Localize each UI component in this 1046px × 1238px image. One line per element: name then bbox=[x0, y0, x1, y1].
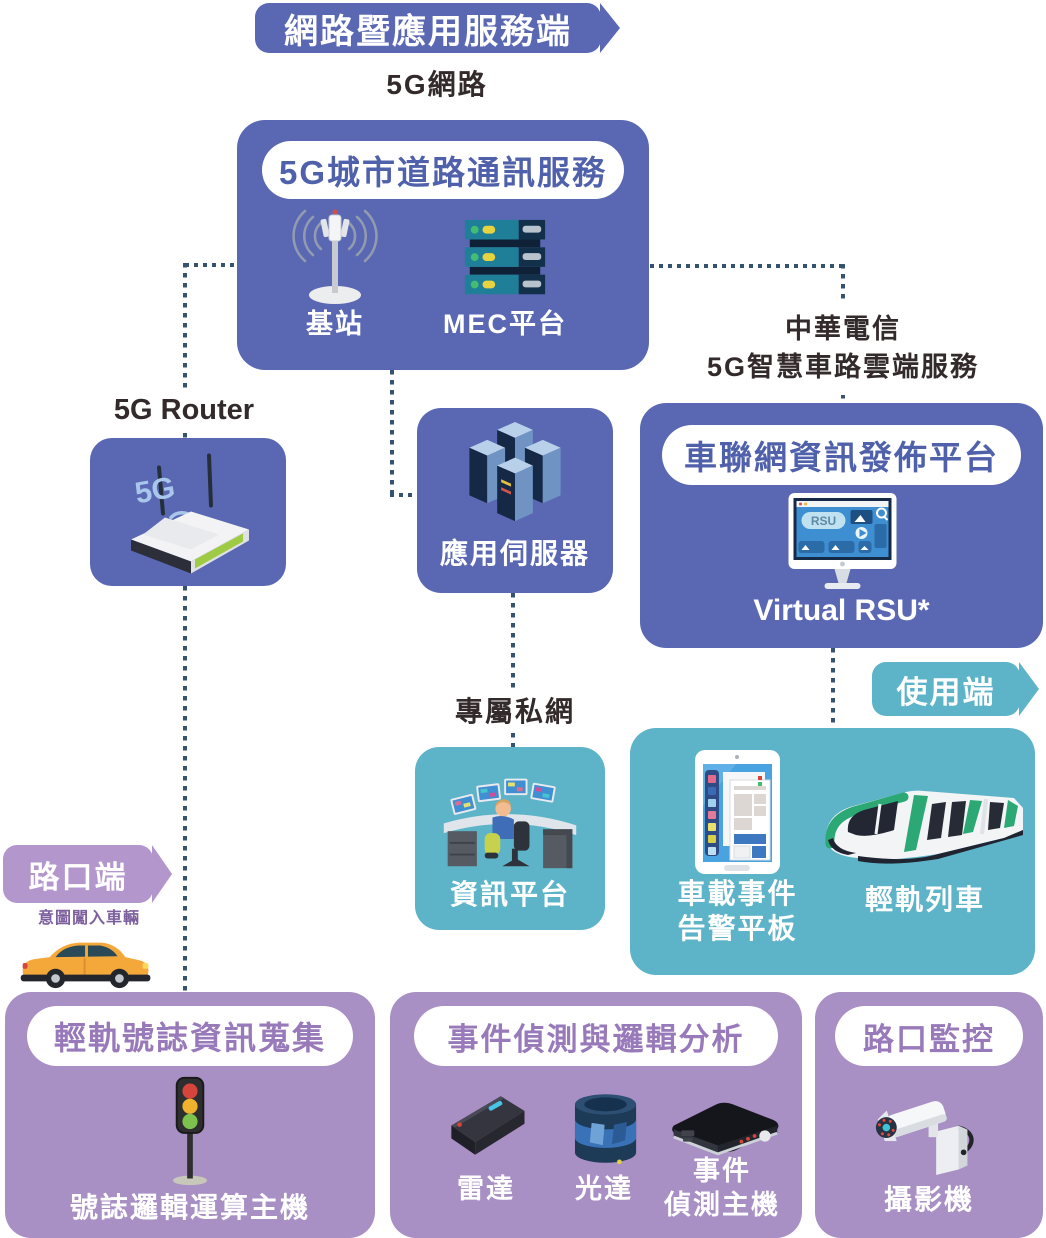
connector-line bbox=[185, 263, 237, 267]
event-host-label: 事件 偵測主機 bbox=[664, 1156, 780, 1220]
v2x-platform-box: 車聯網資訊發佈平台 RSU bbox=[640, 403, 1043, 648]
alert-tablet-label: 車載事件 告警平板 bbox=[677, 878, 798, 944]
connector-line bbox=[511, 593, 515, 747]
network-service-banner-label: 網路暨應用服務端 bbox=[284, 12, 572, 51]
control-room-icon bbox=[440, 763, 580, 875]
intersection-monitor-title: 路口監控 bbox=[835, 1006, 1023, 1066]
info-platform-box: 資訊平台 bbox=[415, 747, 605, 930]
camera-label: 攝影機 bbox=[883, 1183, 974, 1215]
base-station-label: 基站 bbox=[306, 309, 364, 340]
app-server-box: 應用伺服器 bbox=[417, 408, 613, 593]
user-side-banner-label: 使用端 bbox=[896, 674, 996, 710]
svg-text:RSU: RSU bbox=[811, 514, 836, 528]
mec-server-icon bbox=[459, 216, 551, 306]
traffic-light-icon bbox=[155, 1074, 225, 1188]
virtual-rsu-caption: Virtual RSU* bbox=[753, 594, 930, 628]
radar-label: 雷達 bbox=[457, 1174, 515, 1205]
user-side-box: 車載事件 告警平板 輕軌列車 bbox=[630, 728, 1035, 975]
connector-line bbox=[390, 493, 418, 497]
light-rail-label: 輕軌列車 bbox=[864, 883, 985, 915]
connector-line bbox=[390, 370, 394, 497]
5g-network-label: 5G網路 bbox=[386, 69, 488, 101]
5g-router-box: 5G bbox=[90, 438, 286, 586]
private-network-label: 專屬私網 bbox=[437, 692, 593, 732]
5g-router-label: 5G Router bbox=[98, 390, 270, 430]
intruding-car-icon bbox=[16, 932, 158, 992]
event-detection-title: 事件偵測與邏輯分析 bbox=[414, 1006, 778, 1066]
mec-platform-label: MEC平台 bbox=[443, 309, 567, 340]
signal-collection-title: 輕軌號誌資訊蒐集 bbox=[27, 1006, 353, 1066]
rsu-monitor-icon: RSU bbox=[780, 491, 906, 591]
5g-city-road-service-box: 5G城市道路通訊服務 基站 bbox=[237, 120, 649, 370]
alert-tablet-icon bbox=[690, 748, 785, 878]
network-service-banner: 網路暨應用服務端 bbox=[255, 3, 620, 53]
intruding-vehicle-label: 意圖闖入車輛 bbox=[37, 909, 140, 927]
v2x-platform-title: 車聯網資訊發佈平台 bbox=[662, 425, 1021, 485]
event-detection-box: 事件偵測與邏輯分析 雷達 bbox=[390, 992, 802, 1238]
signal-collection-box: 輕軌號誌資訊蒐集 號誌邏輯運算主機 bbox=[5, 992, 375, 1238]
connector-line bbox=[650, 264, 843, 268]
info-platform-label: 資訊平台 bbox=[449, 878, 570, 910]
cht-provider-label: 中華電信 5G智慧車路雲端服務 bbox=[688, 303, 998, 395]
connector-line bbox=[183, 586, 187, 992]
intersection-side-banner: 路口端 bbox=[3, 845, 172, 903]
connector-line bbox=[831, 648, 835, 728]
cctv-camera-icon bbox=[873, 1086, 987, 1176]
connector-line bbox=[183, 263, 187, 438]
signal-host-label: 號誌邏輯運算主機 bbox=[69, 1191, 310, 1223]
radar-icon bbox=[432, 1078, 542, 1174]
intersection-monitor-box: 路口監控 bbox=[815, 992, 1043, 1238]
server-racks-icon bbox=[455, 420, 575, 534]
event-host-icon bbox=[658, 1088, 790, 1168]
intersection-side-banner-label: 路口端 bbox=[28, 859, 128, 895]
lidar-label: 光達 bbox=[575, 1174, 633, 1205]
lidar-icon bbox=[560, 1084, 652, 1172]
app-server-label: 應用伺服器 bbox=[439, 537, 590, 569]
base-station-icon bbox=[275, 206, 395, 308]
light-rail-train-icon bbox=[818, 768, 1030, 873]
5g-city-road-service-title: 5G城市道路通訊服務 bbox=[262, 141, 624, 199]
5g-router-icon: 5G bbox=[103, 444, 273, 582]
user-side-banner: 使用端 bbox=[872, 662, 1039, 716]
svg-text:5G: 5G bbox=[132, 471, 177, 510]
